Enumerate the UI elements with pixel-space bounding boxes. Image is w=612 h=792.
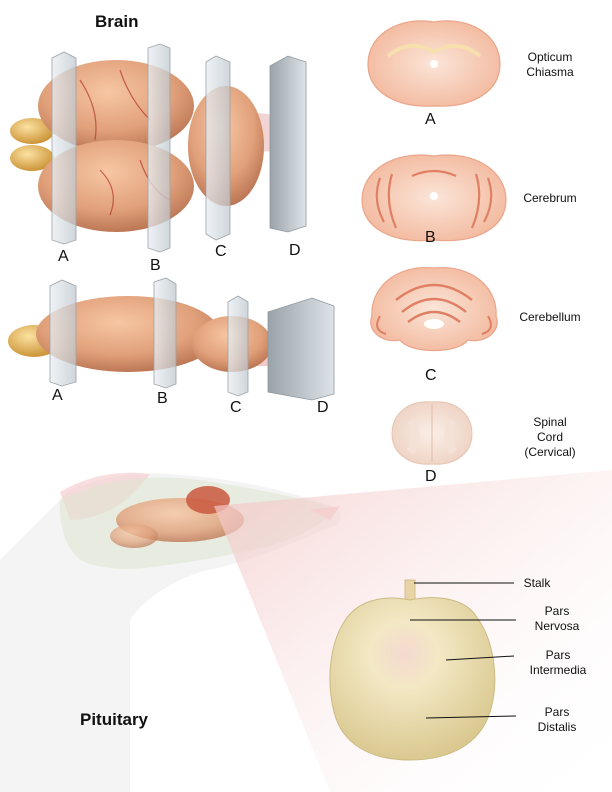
section-b-cerebrum: [361, 154, 507, 242]
lateral-slice-panel-d: [267, 297, 335, 401]
olfactory-bulb-top: [10, 118, 54, 144]
dorsal-letter-a: A: [58, 248, 69, 265]
lateral-slice-panel-c: [227, 295, 249, 397]
section-b-letter: B: [425, 229, 436, 246]
dorsal-letter-c: C: [215, 243, 227, 260]
lateral-letter-b: B: [157, 390, 168, 407]
pituitary-gland: [329, 579, 496, 761]
pituitary-part-stalk: Stalk: [523, 576, 551, 590]
lateral-letter-c: C: [230, 399, 242, 416]
dorsal-letter-d: D: [289, 242, 301, 259]
lateral-letter-a: A: [52, 387, 63, 404]
section-a-name: Opticum Chiasma: [526, 50, 574, 79]
section-a-letter: A: [425, 111, 436, 128]
blood-vessels: [79, 69, 171, 216]
section-d-letter: D: [425, 468, 437, 485]
lateral-slice-panel-b: [153, 277, 177, 389]
slice-panel-a: [51, 51, 77, 245]
section-a-opticum-chiasma: [367, 20, 501, 107]
lateral-letter-d: D: [317, 399, 329, 416]
pituitary-part-pars-intermedia: Pars Intermedia: [529, 648, 587, 677]
pituitary-title: Pituitary: [80, 710, 149, 729]
brain-title: Brain: [95, 12, 139, 31]
section-d-spinal-cord: [391, 401, 473, 465]
dorsal-letter-b: B: [150, 257, 161, 274]
lateral-slice-panel-a: [49, 279, 77, 387]
dorsal-brain-view: [10, 43, 307, 253]
pituitary-part-pars-nervosa: Pars Nervosa: [534, 604, 580, 633]
olfactory-bulb-bottom: [10, 145, 54, 171]
section-d-name: Spinal Cord (Cervical): [524, 415, 576, 459]
section-b-name: Cerebrum: [523, 191, 577, 205]
lateral-brain-view: [8, 277, 335, 401]
leader-pars-intermedia: [445, 655, 515, 661]
slice-panel-c: [205, 55, 231, 241]
pituitary-part-pars-distalis: Pars Distalis: [537, 705, 577, 734]
slice-panel-d: [269, 55, 307, 233]
leader-pars-distalis: [425, 715, 517, 719]
section-c-name: Cerebellum: [519, 310, 581, 324]
section-c-cerebellum: [370, 267, 498, 352]
section-c-letter: C: [425, 367, 437, 384]
slice-panel-b: [147, 43, 171, 253]
